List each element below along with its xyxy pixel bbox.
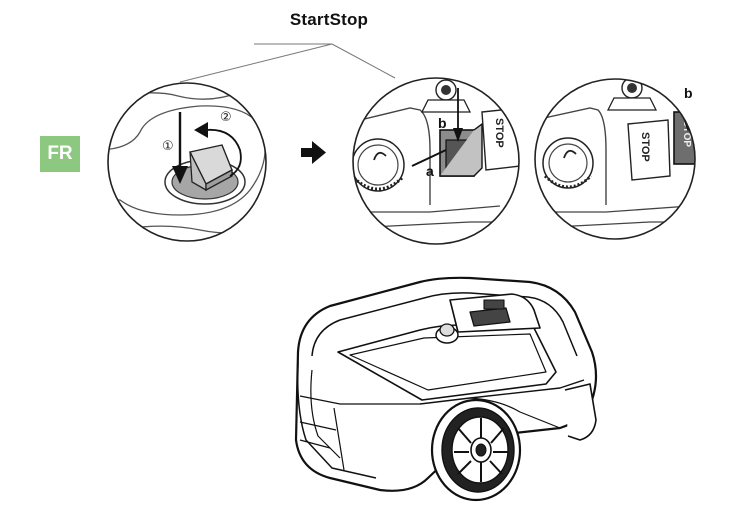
title-leader-lines	[179, 43, 396, 83]
callout-a: a	[426, 163, 434, 179]
step-label-2: ②	[220, 109, 232, 124]
stop-plate-label: STOP	[493, 118, 505, 148]
diagram-title: StartStop	[289, 10, 369, 29]
pressed-button-label: STOP	[681, 120, 692, 147]
robotic-lawn-mower-icon	[294, 276, 598, 502]
callout-b-after: b	[684, 85, 693, 101]
arrow-right-icon	[301, 141, 326, 164]
language-badge: FR	[40, 136, 80, 172]
step-label-1: ①	[162, 138, 174, 153]
housing-plate-label: STOP	[639, 132, 651, 162]
detail-circle-press-rotate: ① ②	[107, 82, 267, 242]
callout-b: b	[438, 115, 447, 131]
detail-circle-stop-before: STOP b a	[352, 77, 520, 245]
mower-wheel	[430, 398, 522, 502]
detail-circle-stop-after: STOP STOP b	[534, 78, 696, 240]
